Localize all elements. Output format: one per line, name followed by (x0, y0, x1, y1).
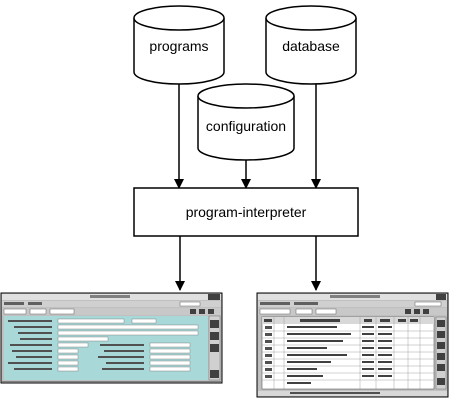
program-interpreter-box: program-interpreter (133, 187, 359, 237)
configuration-label: configuration (206, 118, 286, 134)
programs-cylinder: programs (133, 5, 225, 85)
configuration-cylinder: configuration (197, 83, 295, 161)
left-app-window-thumbnail (0, 292, 223, 384)
programs-label: programs (149, 38, 208, 54)
database-cylinder: database (265, 5, 357, 85)
window-close-icon (208, 294, 220, 300)
right-app-window-thumbnail (256, 292, 449, 398)
database-label: database (282, 38, 340, 54)
program-interpreter-label: program-interpreter (186, 204, 307, 220)
